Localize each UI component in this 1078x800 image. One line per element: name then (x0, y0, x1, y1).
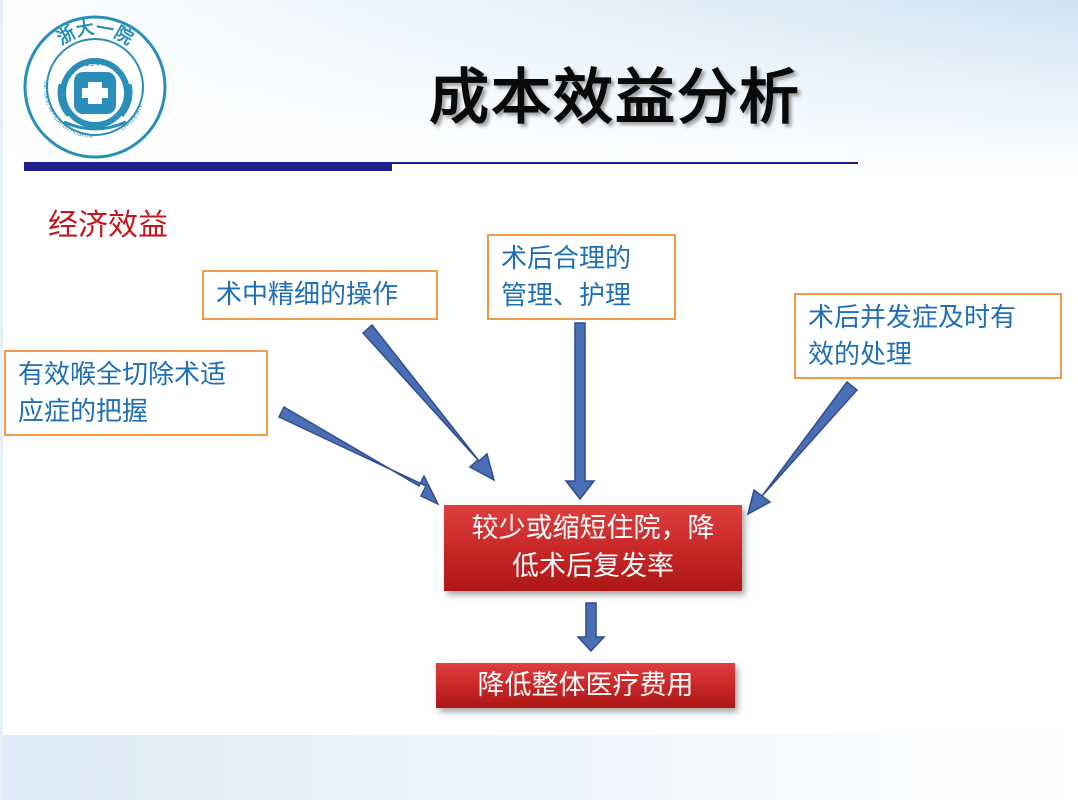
factor-box-operation: 术中精细的操作 (202, 270, 438, 320)
factor-box-indication: 有效喉全切除术适 应症的把握 (4, 350, 268, 436)
slide-title: 成本效益分析 (429, 63, 801, 133)
arrow-from-complications (746, 380, 859, 516)
factor-indication-line-1: 有效喉全切除术适 (18, 360, 227, 390)
factor-complications-line-2: 效的处理 (808, 340, 913, 370)
arrow-to-result (576, 602, 606, 653)
factor-box-postop-management: 术后合理的 管理、护理 (487, 234, 676, 320)
factor-management-line-1: 术后合理的 (501, 244, 632, 274)
outcome-line-2: 低术后复发率 (512, 551, 674, 582)
factor-box-complications: 术后并发症及时有 效的处理 (794, 293, 1062, 379)
arrow-from-postop-management (564, 322, 596, 501)
hospital-logo: 浙大一院 1947 THE FIRST AFFILIATED HOSPITAL … (22, 14, 167, 159)
arrow-from-operation (361, 323, 496, 482)
title-rule-thick (24, 162, 392, 171)
header-background-fade (0, 0, 1078, 175)
logo-year: 1947 (85, 59, 105, 68)
outcome-line-1: 较少或缩短住院，降 (471, 513, 715, 544)
footer-background (0, 735, 1078, 800)
title-rule-thin (24, 162, 858, 164)
section-subtitle: 经济效益 (48, 208, 168, 243)
left-edge (0, 0, 3, 800)
factor-management-line-2: 管理、护理 (501, 281, 632, 311)
result-box: 降低整体医疗费用 (436, 663, 735, 708)
factor-indication-line-2: 应症的把握 (18, 397, 149, 427)
outcome-box: 较少或缩短住院，降 低术后复发率 (444, 505, 742, 591)
factor-complications-line-1: 术后并发症及时有 (808, 303, 1017, 333)
factor-operation-line-1: 术中精细的操作 (216, 280, 399, 310)
arrow-from-indication (277, 405, 440, 506)
